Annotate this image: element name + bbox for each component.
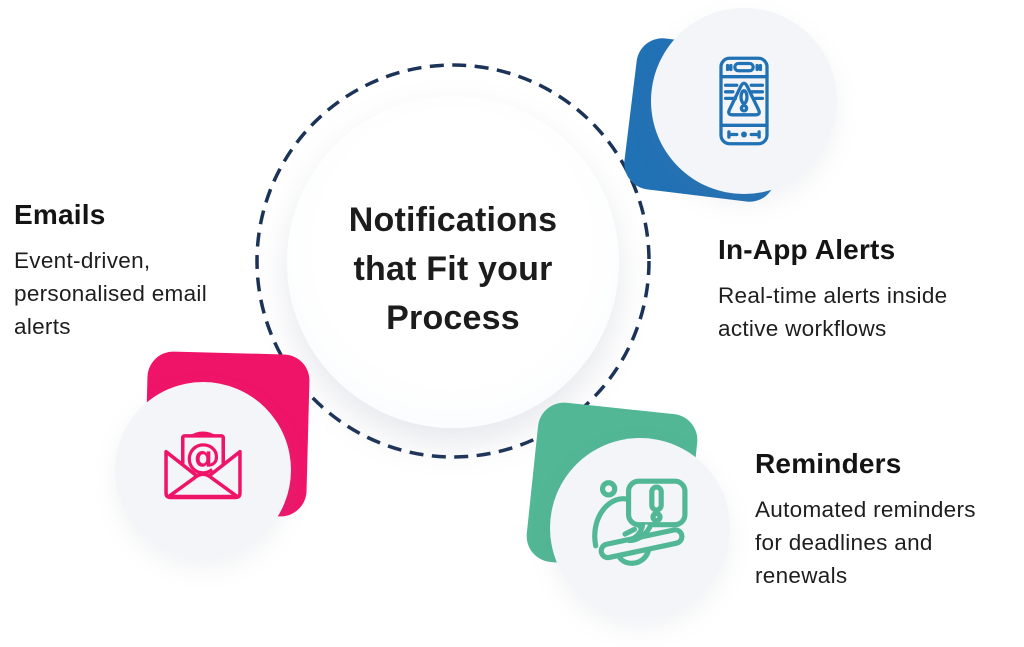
envelope-at-icon: @ (164, 431, 242, 500)
phone-warning-icon (719, 56, 769, 146)
feature-description: Event-driven, personalised email alerts (14, 248, 208, 339)
feature-description: Real-time alerts inside active workflows (718, 283, 948, 341)
feature-title: Reminders (755, 448, 902, 479)
center-circle (287, 96, 619, 428)
in-app-alerts-icon-circle (651, 8, 837, 194)
reminders-icon-circle (550, 438, 730, 618)
dashed-circle (255, 63, 651, 459)
feature-in-app-alerts: In-App Alerts Real-time alerts inside ac… (718, 234, 1008, 345)
feature-title: Emails (14, 199, 106, 230)
feature-description: Automated reminders for deadlines and re… (755, 497, 976, 588)
feature-emails: Emails Event-driven, personalised email … (14, 199, 264, 343)
feature-title: In-App Alerts (718, 234, 896, 265)
feature-reminders: Reminders Automated reminders for deadli… (755, 448, 1024, 592)
emails-icon-circle: @ (115, 382, 291, 558)
center-title: Notifications that Fit your Process (348, 201, 558, 337)
bell-alert-icon (592, 478, 688, 566)
